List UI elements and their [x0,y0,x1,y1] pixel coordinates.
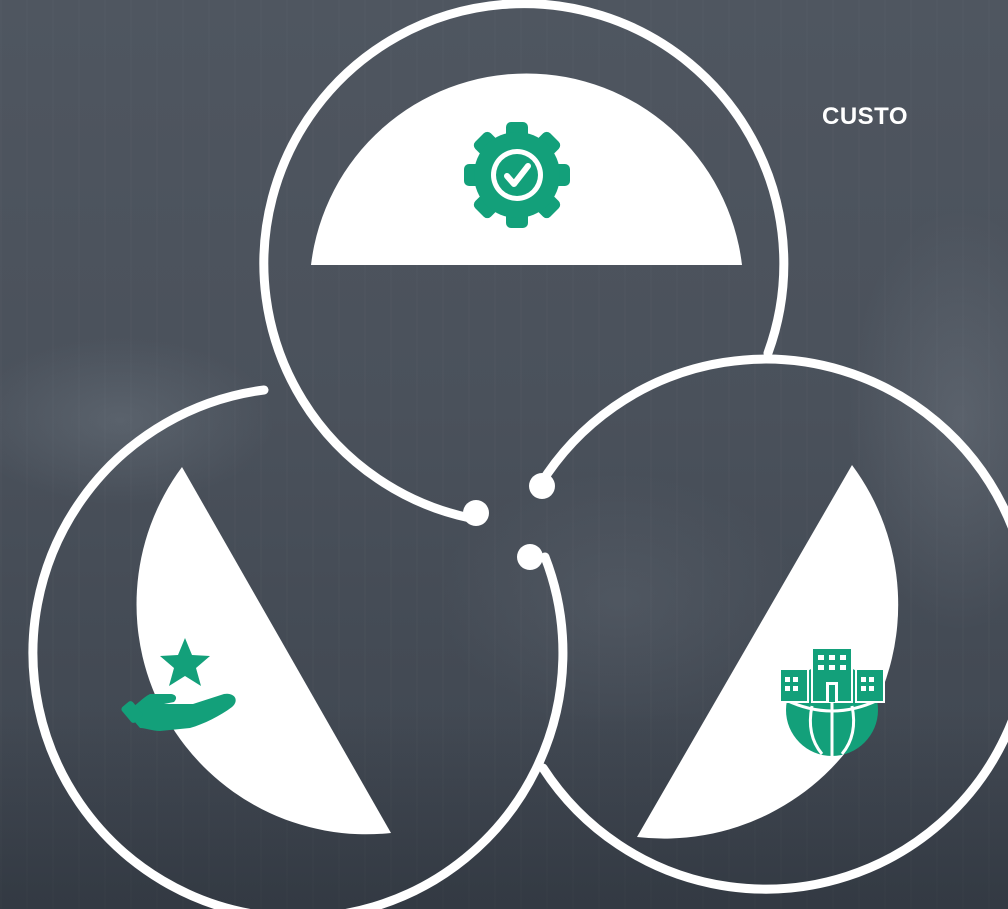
left-circle-node [517,544,543,570]
right-segment [637,465,899,839]
left-circle-ring [28,385,568,909]
top-circle [259,0,789,526]
hand-star-icon [121,638,236,731]
gear-check-icon [464,122,570,228]
left-segment [136,467,391,835]
right-circle [529,354,1008,894]
top-circle-node [463,500,489,526]
right-circle-ring [535,354,1008,894]
headline: CUSTO [822,103,909,130]
right-circle-node [529,473,555,499]
globe-buildings-icon [779,647,885,756]
top-circle-ring [259,0,789,523]
left-circle [28,385,568,909]
